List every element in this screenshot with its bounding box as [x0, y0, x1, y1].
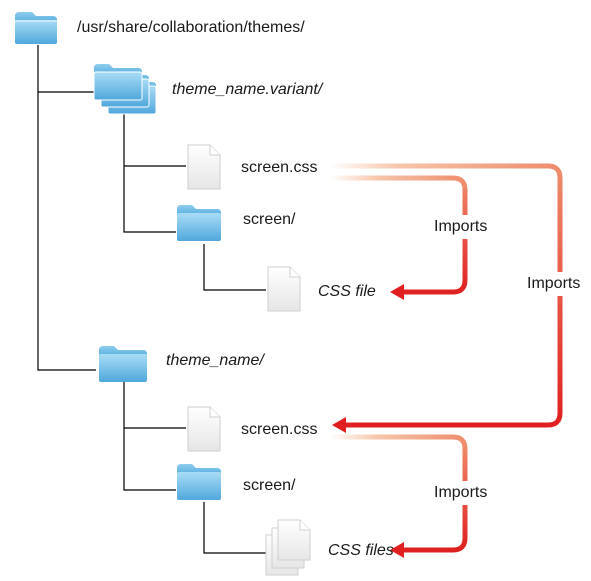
- imports-label-variant: Imports: [431, 215, 491, 239]
- imports-label-cross: Imports: [524, 272, 584, 296]
- variant-screen-folder-label: screen/: [243, 211, 296, 228]
- tree-line-base: [123, 382, 176, 491]
- folder-icon: [177, 205, 221, 241]
- file-icon: [187, 406, 221, 452]
- file-stack-icon: [265, 519, 311, 576]
- base-css-label: screen.css: [241, 421, 318, 438]
- folder-icon: [177, 464, 221, 500]
- folder-icon: [99, 346, 147, 382]
- imports-label-base: Imports: [431, 481, 491, 505]
- file-icon: [267, 266, 301, 312]
- tree-lines: [37, 45, 266, 554]
- arrow-variant-css-to-file: [327, 175, 468, 300]
- arrowhead: [332, 417, 346, 433]
- arrow-base-css-to-files: [327, 434, 468, 558]
- folder-icon: [15, 12, 57, 44]
- arrowhead: [390, 284, 404, 300]
- variant-css-label: screen.css: [241, 159, 318, 176]
- tree-line-variant-screen: [203, 244, 266, 291]
- base-folder-label: theme_name/: [166, 352, 264, 369]
- variant-css-file-label: CSS file: [318, 283, 376, 300]
- variant-folder-label: theme_name.variant/: [172, 81, 323, 98]
- folder-stack-icon: [93, 64, 157, 115]
- arrowhead: [390, 542, 404, 558]
- tree-line-root: [37, 45, 96, 371]
- tree-line-base-screen: [203, 502, 266, 554]
- tree-line-variant: [123, 112, 176, 233]
- base-screen-folder-label: screen/: [243, 477, 296, 494]
- root-path-label: /usr/share/collaboration/themes/: [77, 19, 305, 36]
- file-icon: [187, 144, 221, 190]
- arrow-variant-css-to-base-css: [327, 163, 563, 433]
- base-css-files-label: CSS files: [328, 542, 394, 559]
